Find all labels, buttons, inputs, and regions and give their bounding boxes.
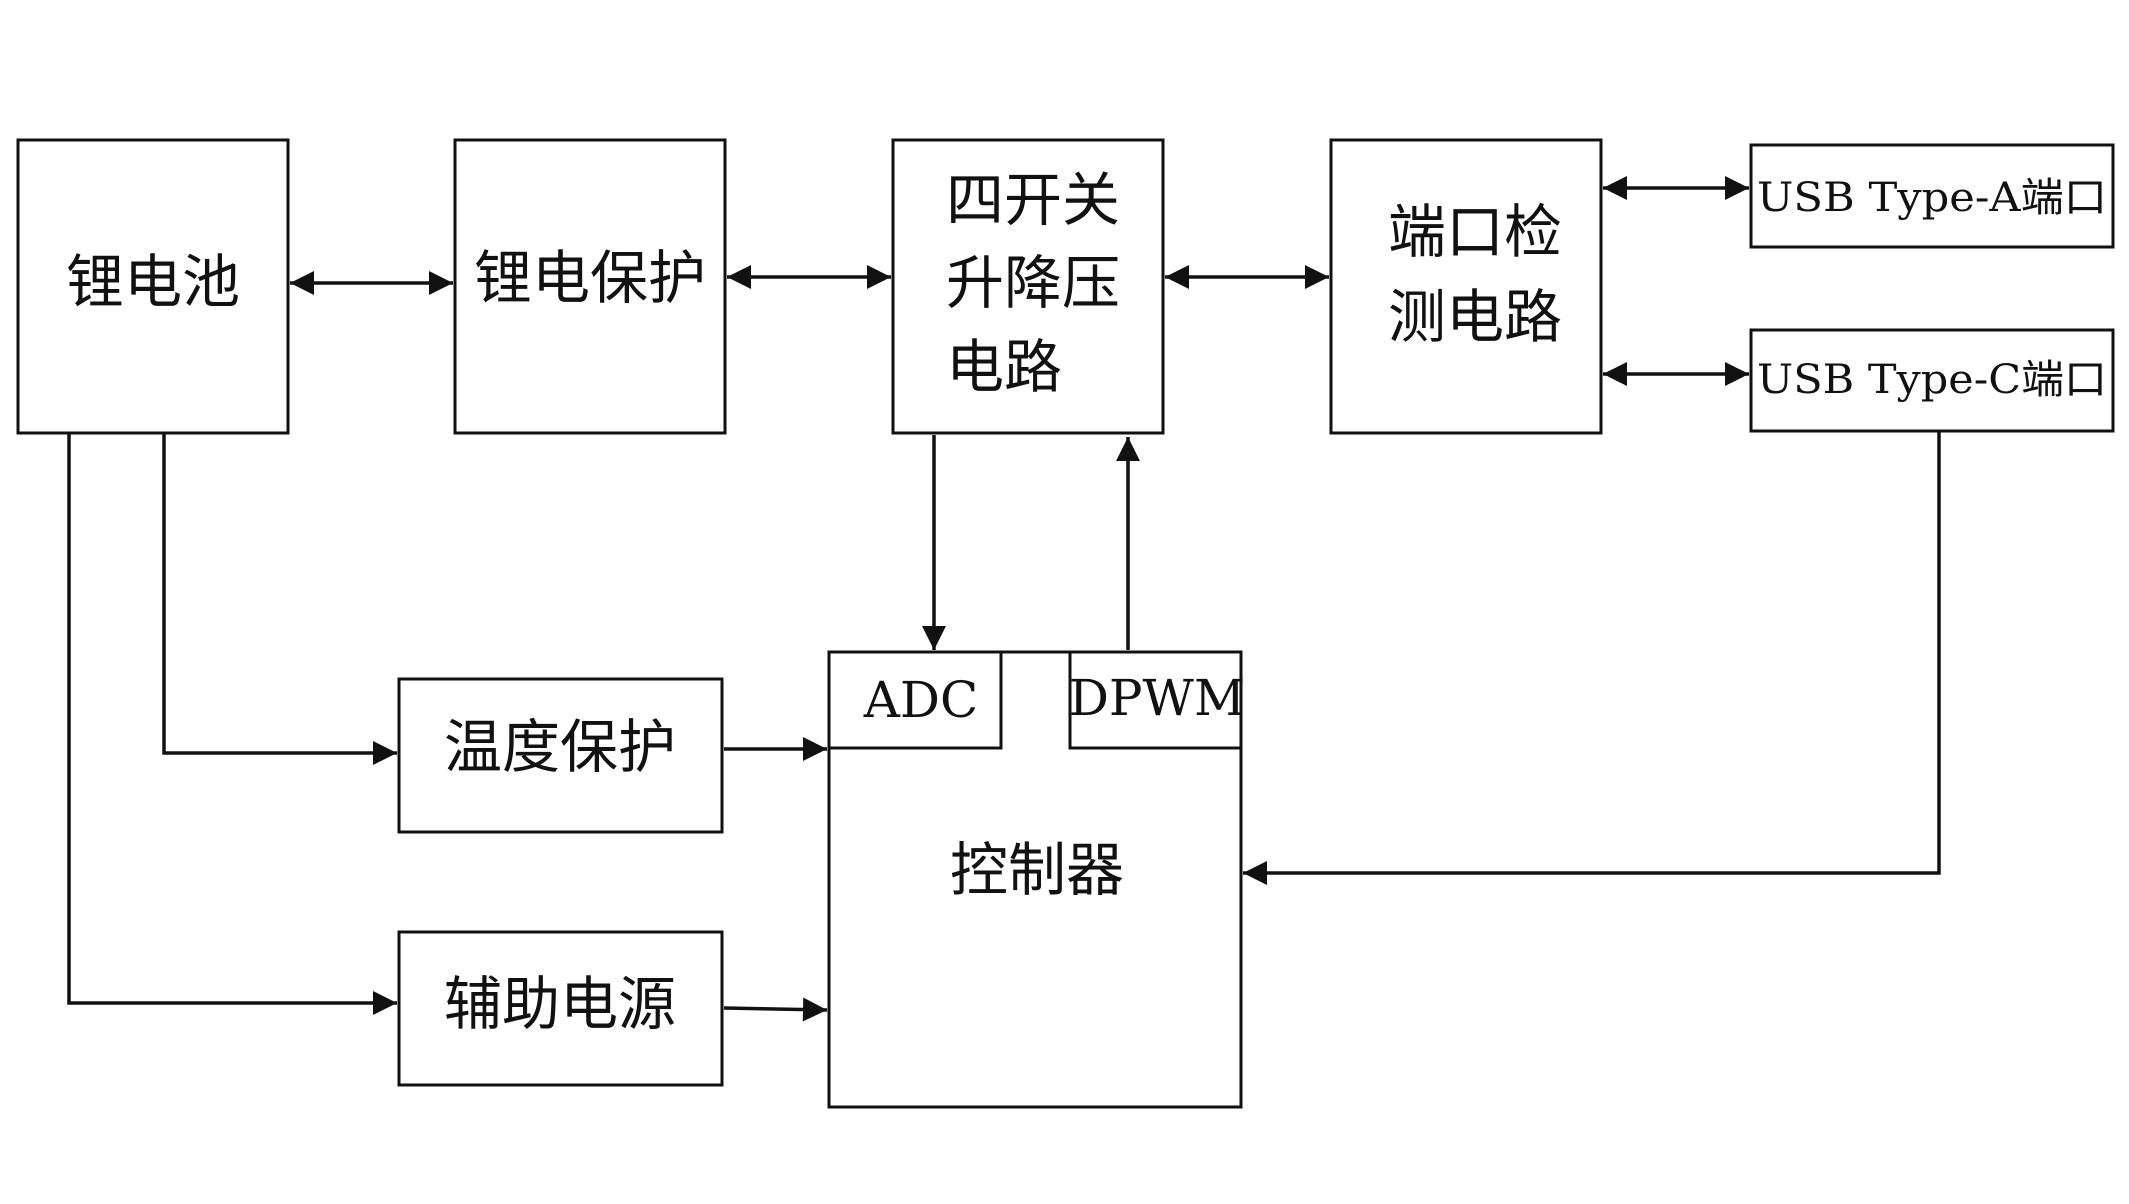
- battery-to-auxiliary-power-arrow: [67, 432, 397, 1015]
- buck-boost-label-line-3: 电路: [946, 333, 1062, 401]
- port-detection-label-line-2: 测电路: [1388, 283, 1562, 351]
- battery-protection-label: 锂电保护: [474, 244, 706, 312]
- temperature-protection-label: 温度保护: [444, 713, 676, 781]
- battery-protection-block: 锂电保护: [453, 138, 727, 435]
- usb-type-a-port-block: USB Type-A端口: [1749, 143, 2115, 249]
- usb-c-to-controller-arrow: [1243, 431, 1941, 885]
- auxiliary-power-to-controller-arrow: [723, 997, 828, 1022]
- controller-label: 控制器: [950, 836, 1124, 904]
- port-detection-circuit-block: 端口检 测电路: [1329, 138, 1603, 435]
- usb-type-c-port-block: USB Type-C端口: [1749, 328, 2115, 433]
- controller-block: 控制器 ADC DPWM: [827, 650, 1245, 1109]
- usb-type-c-port-label: USB Type-C端口: [1757, 357, 2107, 403]
- battery-to-temperature-protection-arrow: [162, 432, 397, 765]
- auxiliary-power-label: 辅助电源: [444, 970, 676, 1038]
- adc-port-box: [827, 650, 1003, 750]
- auxiliary-power-block: 辅助电源: [397, 930, 724, 1087]
- dpwm-port-box: [1068, 650, 1243, 750]
- buck-boost-label-line-1: 四开关: [946, 166, 1120, 234]
- port-detection-label-line-1: 端口检: [1388, 198, 1562, 266]
- dpwm-label: DPWM: [1069, 669, 1245, 727]
- buck-boost-label-line-2: 升降压: [946, 249, 1120, 317]
- usb-type-a-port-label: USB Type-A端口: [1757, 175, 2107, 221]
- buck-boost-circuit-block: 四开关 升降压 电路: [891, 138, 1165, 435]
- battery-block: 锂电池: [16, 138, 290, 435]
- temperature-protection-block: 温度保护: [397, 677, 724, 834]
- adc-label: ADC: [863, 671, 978, 729]
- battery-label: 锂电池: [66, 248, 240, 316]
